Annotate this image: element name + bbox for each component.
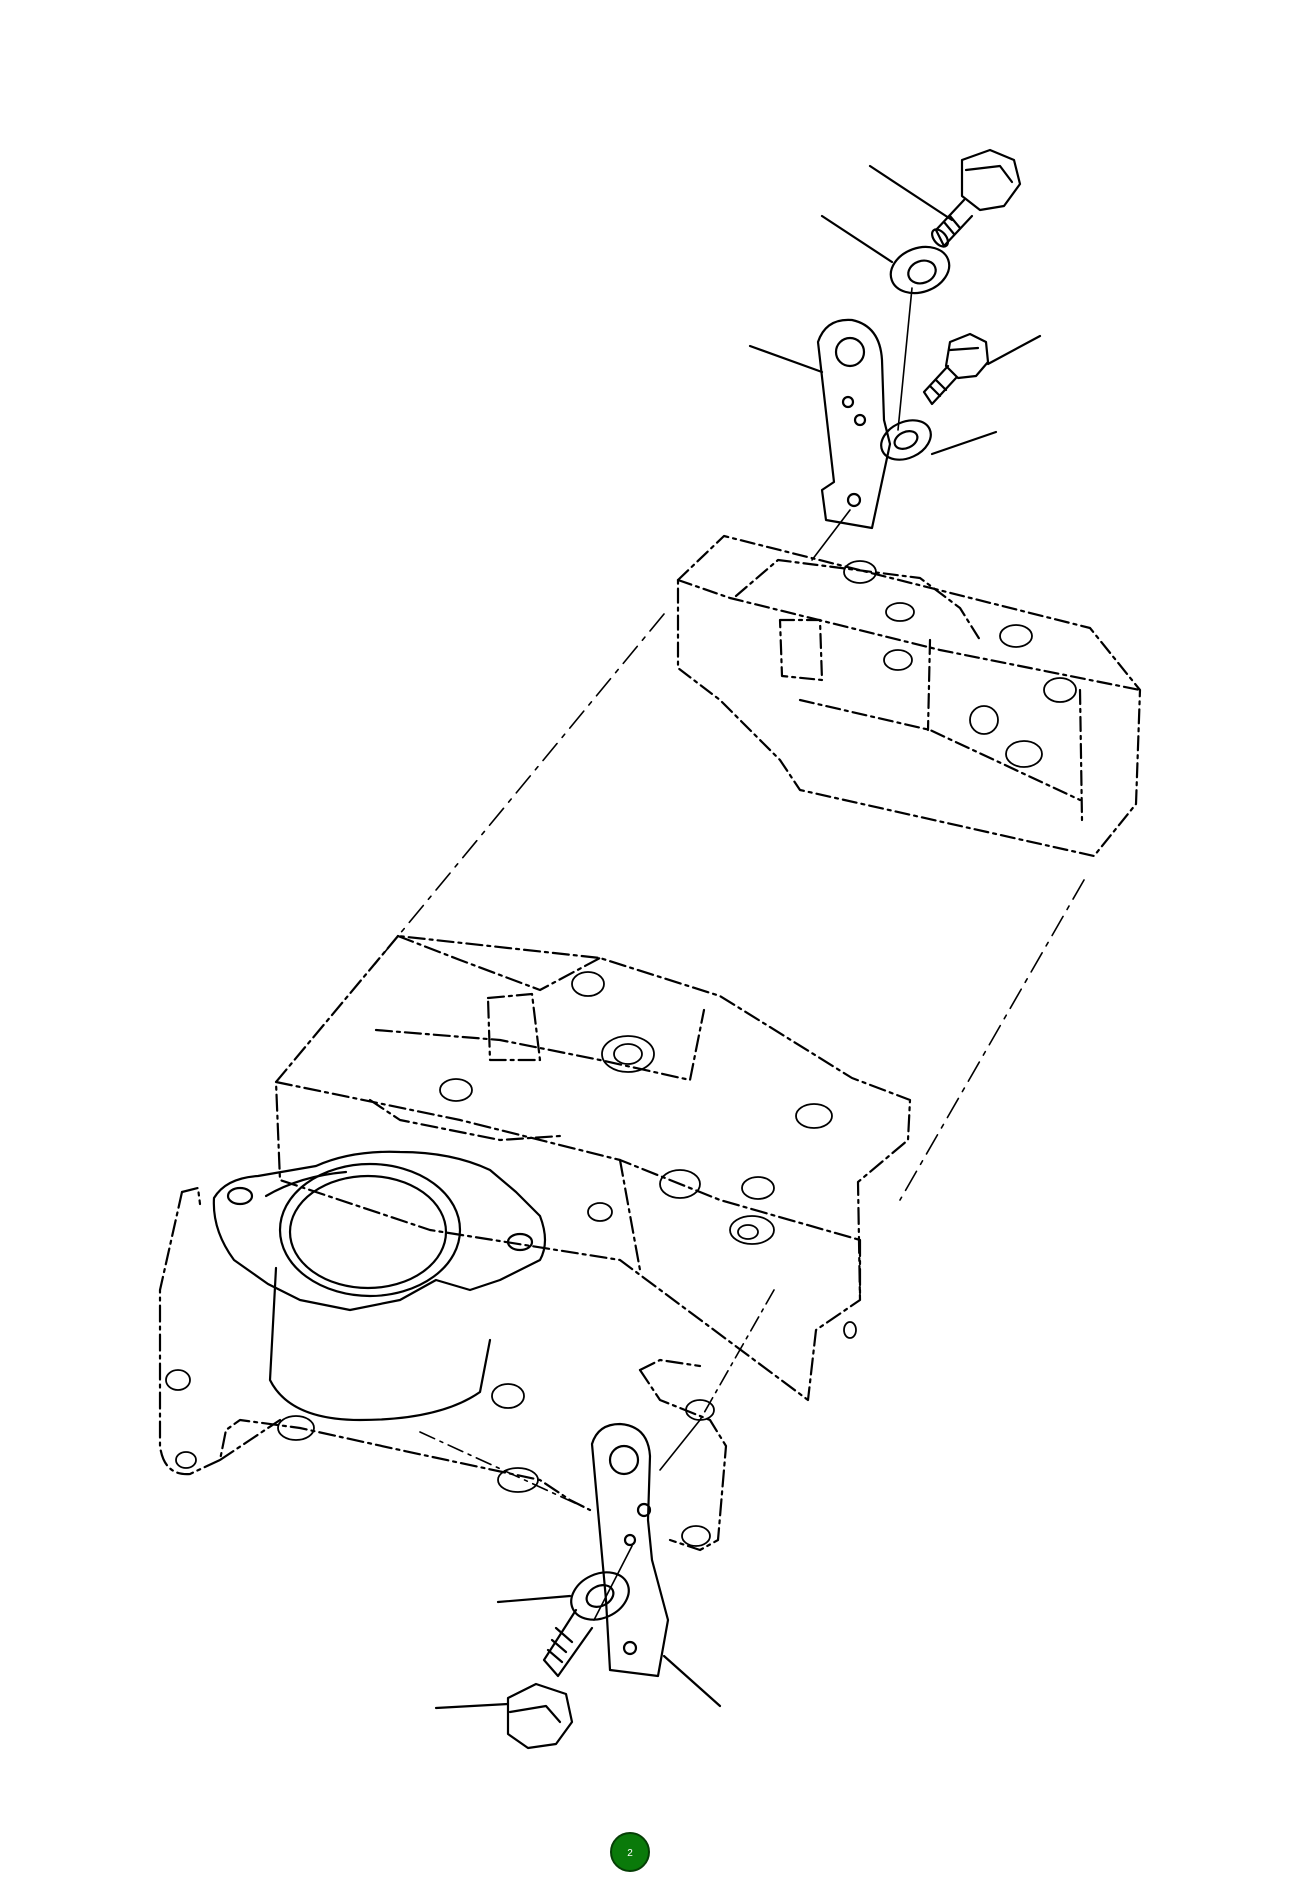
alignment-line-right — [899, 879, 1085, 1201]
bottom-bolt — [506, 1608, 594, 1750]
leader-line-top-plate — [748, 344, 824, 374]
upper-valve-body-ports — [843, 560, 1077, 768]
leader-line-bottom-bolt — [434, 1702, 510, 1710]
leader-line-washer-lower — [930, 430, 998, 456]
page-number-label: 2 — [627, 1848, 633, 1859]
leader-line-washer-upper — [820, 214, 894, 264]
lower-valve-body-ports — [439, 971, 857, 1339]
top-small-bolt — [922, 332, 990, 406]
alignment-line-bottom — [419, 1289, 775, 1511]
upper-valve-body — [676, 534, 1142, 858]
lower-housing-holes — [165, 1369, 715, 1547]
center-line-top — [811, 287, 913, 561]
lower-valve-body — [274, 934, 912, 1402]
page-number-badge[interactable]: 2 — [610, 1832, 650, 1872]
lower-housing — [158, 1186, 728, 1552]
bottom-washer — [570, 1571, 630, 1621]
leader-line-bottom-washer — [496, 1594, 572, 1604]
leader-line-bolt-upper — [868, 164, 954, 222]
cylinder-bore — [268, 1162, 492, 1422]
top-bolt-upper — [930, 148, 1022, 248]
top-washer-upper — [889, 245, 951, 295]
alignment-line-left — [369, 613, 665, 971]
leader-line-small-bolt — [986, 334, 1042, 366]
bottom-lever-plate — [590, 1422, 670, 1678]
leader-line-bottom-plate — [662, 1654, 722, 1708]
top-lever-plate — [816, 318, 892, 530]
mounting-flange — [212, 1150, 547, 1312]
center-line-bottom — [593, 1419, 701, 1621]
